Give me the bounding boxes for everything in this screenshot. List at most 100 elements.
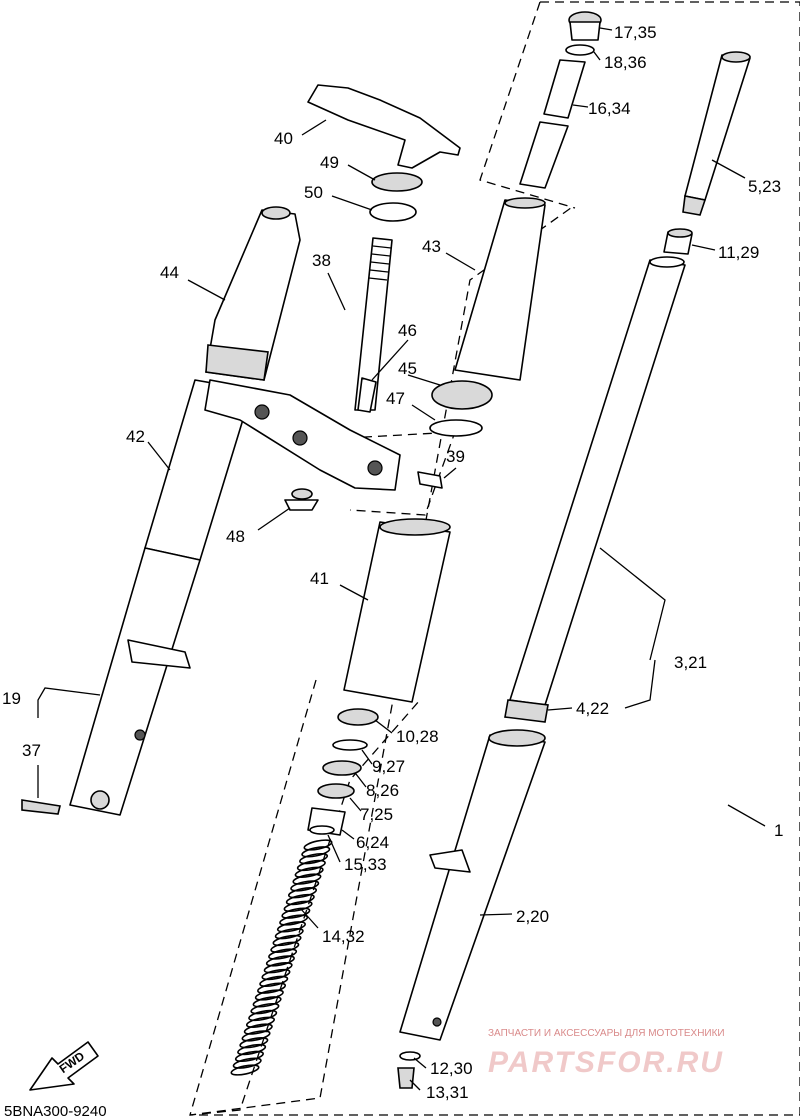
callout-42: 42 [126, 427, 145, 446]
spring-coil [230, 1064, 260, 1076]
spring-coil [281, 907, 311, 919]
spring-coil [283, 900, 313, 913]
leader-12-30 [413, 1057, 427, 1069]
spring-coil [301, 846, 331, 858]
callout-49: 49 [320, 153, 339, 172]
part-11-top [667, 228, 693, 238]
fwd-direction-arrow: FWD [29, 1041, 99, 1091]
leader-11-29 [691, 244, 716, 251]
callout-44: 44 [160, 263, 179, 282]
part-43-top [504, 197, 546, 209]
callout-11-29: 11,29 [718, 243, 759, 262]
part-44-top-cap [261, 206, 291, 220]
part-10-oil-seal [337, 708, 379, 726]
callout-12-30: 12,30 [430, 1059, 473, 1078]
part-7-bush [317, 783, 355, 799]
leader-42 [147, 441, 171, 471]
callout-9-27: 9,27 [372, 757, 405, 776]
spring-coil [296, 859, 326, 872]
leader-45 [407, 374, 441, 386]
part-2-top [488, 729, 546, 747]
callout-14-32: 14,32 [322, 927, 365, 946]
leader-39 [443, 467, 457, 479]
leader-2-20 [479, 913, 513, 916]
spring-coil [287, 887, 318, 899]
callout-50: 50 [304, 183, 323, 202]
spring-coil [245, 1016, 276, 1028]
callout-5-23: 5,23 [748, 177, 781, 196]
part-3-inner-tube [509, 259, 686, 706]
callout-10-28: 10,28 [396, 727, 439, 746]
spring-coil [299, 852, 329, 865]
leader-43 [445, 252, 476, 271]
part-2-mount-lug [429, 849, 471, 873]
spring-coil [239, 1037, 269, 1049]
spring-coil [276, 921, 306, 933]
spring-coil [252, 996, 282, 1008]
leader-15-33 [327, 834, 341, 863]
part-49-washer [371, 172, 423, 192]
leader-49 [347, 164, 376, 181]
part-16-spacer-lower [519, 121, 569, 189]
part-14-fork-spring [230, 839, 333, 1076]
callout-7-25: 7,25 [360, 805, 393, 824]
spring-coil [250, 1002, 280, 1015]
spring-coil [265, 955, 295, 967]
callout-19: 19 [2, 689, 21, 708]
cap-group-boundary [479, 1, 576, 209]
leader-46 [371, 339, 409, 381]
part-15-washer [309, 825, 335, 835]
part-42-bolt-hole [134, 729, 146, 741]
spring-coil [290, 880, 320, 892]
part-47-washer [429, 419, 483, 437]
spring-coil [257, 982, 287, 994]
watermark-brand: PARTSFOR.RU [488, 1046, 724, 1079]
callout-43: 43 [422, 237, 441, 256]
callout-15-33: 15,33 [344, 855, 387, 874]
part-44-band [205, 344, 269, 381]
part-48-cap-nut [284, 499, 319, 511]
diagram-code: 5BNA300-9240 [4, 1103, 107, 1120]
callout-47: 47 [386, 389, 405, 408]
leader-8-26 [355, 773, 367, 788]
part-9-circlip [332, 739, 368, 751]
inner-damper-boundary [189, 679, 421, 1116]
part-13-drain-bolt [397, 1067, 415, 1089]
leader-40 [301, 119, 327, 136]
spring-coil [243, 1023, 273, 1035]
callout-17-35: 17,35 [614, 23, 657, 42]
part-19-outer-tube [69, 547, 201, 816]
part-48-cap-top [291, 488, 313, 500]
callout-39: 39 [446, 447, 465, 466]
part-18-o-ring [565, 44, 595, 56]
part-2-outer-tube [399, 734, 546, 1041]
part-50-washer [369, 202, 417, 222]
callout-45: 45 [398, 359, 417, 378]
part-42-axle-bracket [127, 639, 191, 669]
leader-44 [187, 279, 226, 301]
callout-4-22: 4,22 [576, 699, 609, 718]
callout-37: 37 [22, 741, 41, 760]
spring-coil [270, 941, 300, 953]
part-5-damper-rod [684, 54, 751, 201]
part-41-top [379, 518, 451, 536]
leader-10-28 [374, 719, 393, 734]
callout-1: 1 [774, 821, 783, 840]
callout-38: 38 [312, 251, 331, 270]
leader-50 [331, 195, 373, 211]
callout-48: 48 [226, 527, 245, 546]
watermark-caption: ЗАПЧАСТИ И АКСЕССУАРЫ ДЛЯ МОТОТЕХНИКИ [488, 1028, 725, 1039]
part-4-slide-bush [504, 699, 549, 723]
part-5-rod-tip [682, 195, 707, 216]
part-45-nut [431, 380, 493, 410]
leader-5-23 [711, 159, 746, 179]
callout-41: 41 [310, 569, 329, 588]
spring-coil [237, 1043, 267, 1056]
leader-14-32 [299, 907, 319, 929]
part-43-fork-cover [454, 199, 546, 381]
lower-bracket-boundary [347, 431, 456, 516]
part-46-bolt [357, 377, 377, 413]
part-5-rod-top [721, 51, 751, 63]
triple-clamp-hole-right [367, 460, 383, 476]
